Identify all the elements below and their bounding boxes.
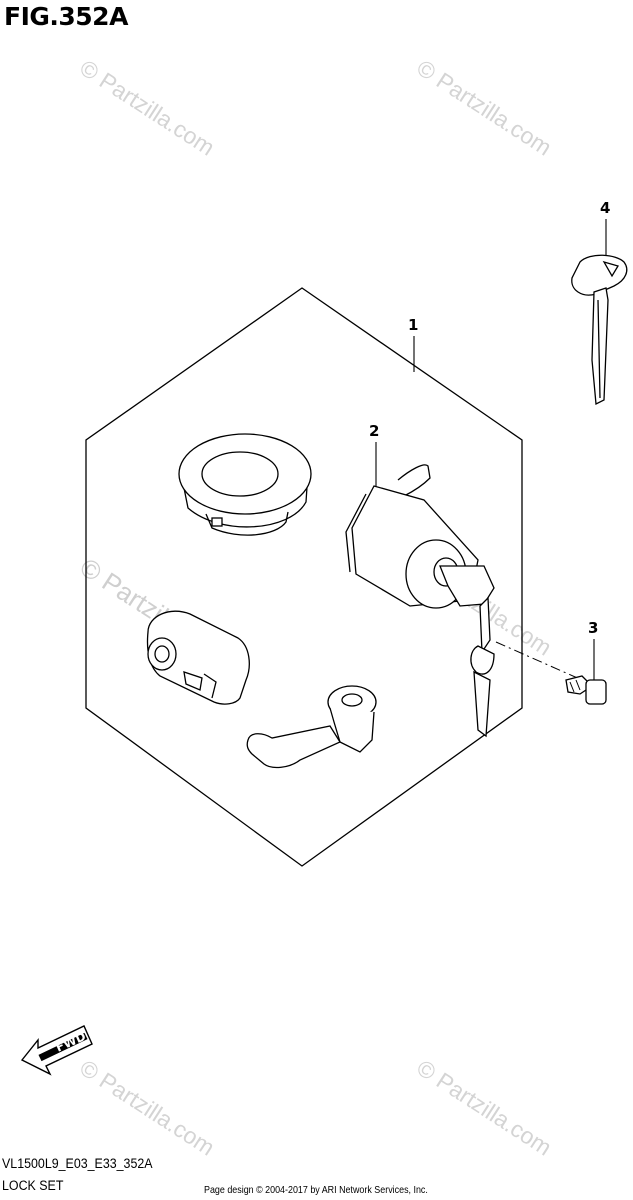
callout-4[interactable]: 4 (600, 199, 610, 262)
ignition-switch-drawing (345, 464, 495, 738)
callout-2[interactable]: 2 (369, 422, 379, 486)
watermark-top-left: © Partzilla.com (75, 54, 219, 160)
figure-title: FIG.352A (4, 2, 128, 31)
watermark-bottom-left: © Partzilla.com (75, 1054, 219, 1160)
callout-1[interactable]: 1 (408, 316, 418, 372)
lock-set-boundary (85, 287, 523, 867)
forward-direction-arrow-icon: FWD (20, 1025, 93, 1076)
fuel-cap-drawing (178, 433, 312, 536)
callout-number: 2 (369, 422, 379, 440)
copyright-footer: Page design © 2004-2017 by ARI Network S… (204, 1184, 428, 1196)
model-code-label: VL1500L9_E03_E33_352A (2, 1156, 153, 1171)
callout-number: 3 (588, 619, 598, 637)
watermark-bottom-right: © Partzilla.com (412, 1054, 556, 1160)
key-drawing (571, 254, 628, 406)
seat-lock-drawing (146, 610, 250, 705)
callout-3[interactable]: 3 (588, 619, 598, 680)
callout-number: 4 (600, 199, 610, 217)
latch-lock-drawing (246, 685, 377, 769)
assembly-name-label: LOCK SET (2, 1178, 64, 1193)
callout-number: 1 (408, 316, 418, 334)
watermark-top-right: © Partzilla.com (412, 54, 556, 160)
screw-drawing (495, 641, 607, 705)
